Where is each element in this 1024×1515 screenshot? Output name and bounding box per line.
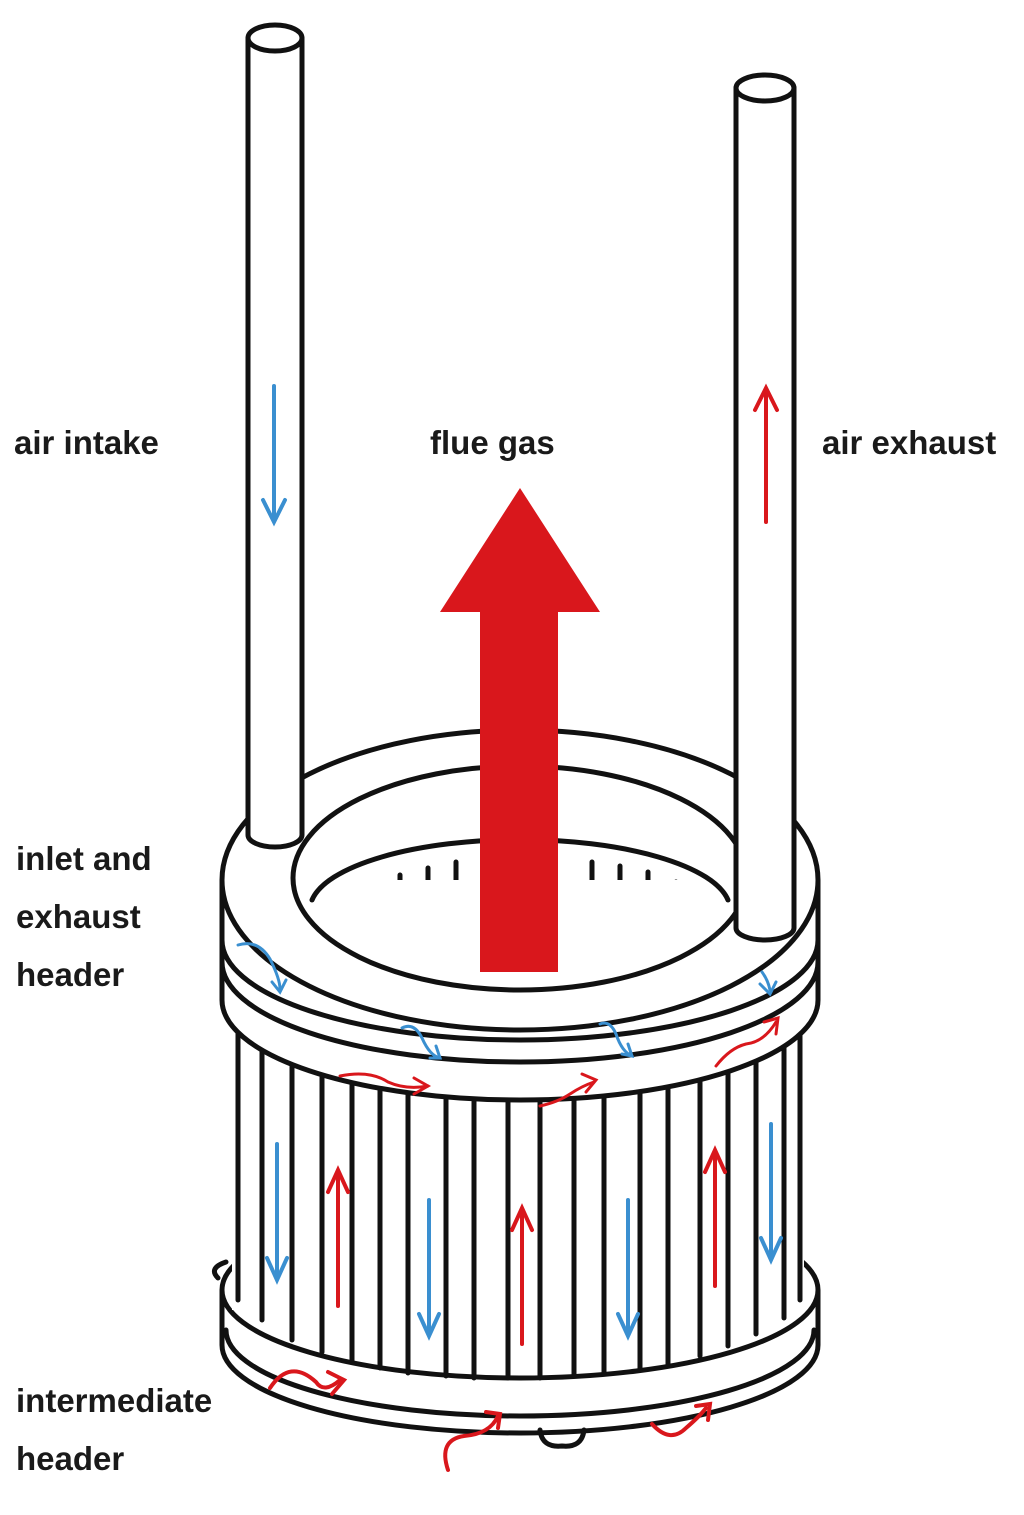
flue-gas-label: flue gas: [430, 424, 555, 461]
intermediate-header-line-2: header: [16, 1440, 125, 1477]
inlet-exhaust-header-line-2: exhaust: [16, 898, 141, 935]
air-intake-label: air intake: [14, 424, 159, 461]
inlet-exhaust-header-line-3: header: [16, 956, 125, 993]
inlet-exhaust-header-ring: [219, 727, 821, 1103]
header-hot-flow-arrows: [338, 1015, 780, 1108]
inlet-exhaust-header-label: inlet and exhaust header: [16, 830, 152, 1004]
intermediate-header-line-1: intermediate: [16, 1382, 213, 1419]
air-exhaust-label: air exhaust: [822, 424, 997, 461]
header-cold-flow-arrows: [236, 942, 778, 1060]
outer-tubes: [235, 997, 803, 1381]
flue-gas-arrow-icon: [440, 488, 600, 972]
inlet-exhaust-header-line-1: inlet and: [16, 840, 152, 877]
intermediate-flow-arrows: [268, 1369, 713, 1472]
exhaust-flow-arrow-icon: [753, 383, 779, 524]
intermediate-header-label: intermediate header: [16, 1372, 212, 1488]
tube-hot-flow-arrows: [326, 1145, 727, 1346]
intake-flow-arrow-icon: [261, 384, 287, 527]
tube-cold-flow-arrows: [265, 1122, 783, 1341]
